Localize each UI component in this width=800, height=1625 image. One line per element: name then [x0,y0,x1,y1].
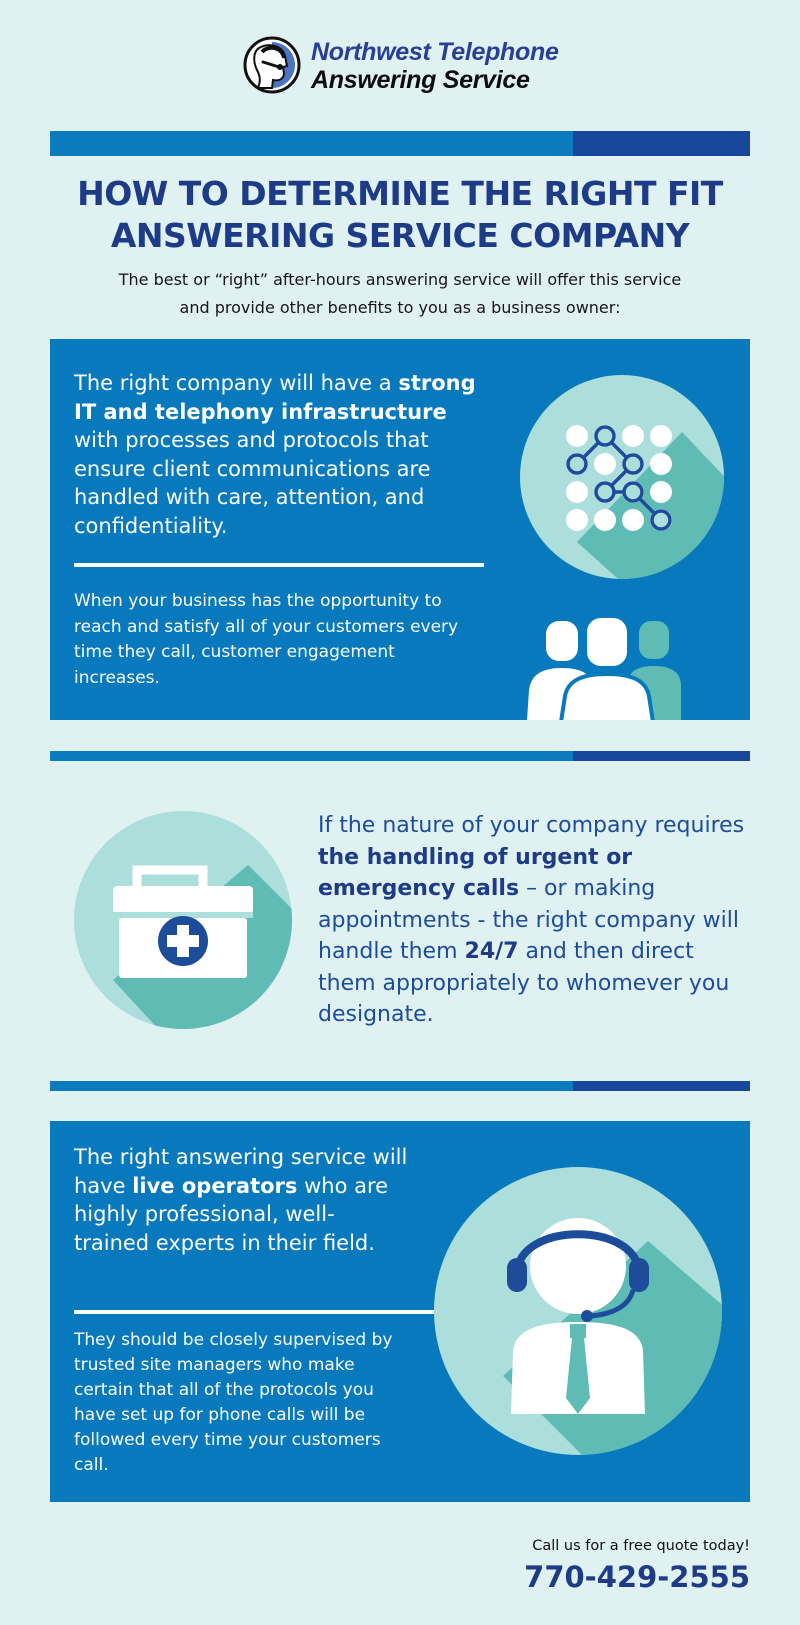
section1-lead-post: with processes and protocols that ensure… [74,428,431,538]
section-live-operators: The right answering service will have li… [50,1121,750,1502]
section2-text-post: and then direct them appropriately to wh… [318,939,730,1027]
section2-text-bold2: 24/7 [464,939,519,964]
section3-rule [74,1310,434,1314]
intro-text: The best or “right” after-hours answerin… [60,266,740,322]
first-aid-kit-icon [74,811,292,1029]
network-grid-icon [520,375,724,579]
section1-lead-bold: strong IT and telephony infrastructure [74,371,476,424]
section2-text: If the nature of your company requires t… [318,810,748,1031]
page-title: HOW TO DETERMINE THE RIGHT FIT ANSWERING… [40,173,760,257]
section2-text-bold1: the handling of urgent or emergency call… [318,844,633,902]
section1-lead: The right company will have a strong IT … [74,369,484,540]
lower-divider-bar [50,1081,750,1091]
intro-line2: and provide other benefits to you as a b… [179,298,621,317]
intro-line1: The best or “right” after-hours answerin… [118,270,682,289]
logo-name-line1: Northwest Telephone [311,38,559,66]
section-it-infrastructure: The right company will have a strong IT … [50,339,750,720]
section2-text-pre: If the nature of your company requires [318,813,745,838]
operator-headset-icon [434,1167,722,1455]
operator-logo-icon [243,36,301,94]
section3-lead-post: who are highly professional, well-traine… [74,1173,389,1255]
page-title-line2: ANSWERING SERVICE COMPANY [110,216,690,255]
section1-rule [74,563,484,567]
page-title-line1: HOW TO DETERMINE THE RIGHT FIT [77,174,723,213]
cta-phone-number[interactable]: 770-429-2555 [524,1560,750,1594]
top-divider-bar [50,131,750,156]
section3-lead: The right answering service will have li… [74,1143,409,1257]
section1-lead-pre: The right company will have a [74,371,392,395]
people-group-icon [527,616,681,720]
middle-divider-bar [50,751,750,761]
section2-text-mid: – or making appointments - the right com… [318,876,739,964]
cta-label: Call us for a free quote today! [532,1538,750,1554]
company-logo: Northwest Telephone Answering Service [243,36,573,98]
section3-lead-bold: live operators [132,1173,298,1198]
section1-detail: When your business has the opportunity t… [74,591,459,688]
section3-detail: They should be closely supervised by tru… [74,1330,393,1475]
logo-name-line2: Answering Service [311,66,530,94]
section3-lead-pre: The right answering service will have [74,1145,408,1198]
